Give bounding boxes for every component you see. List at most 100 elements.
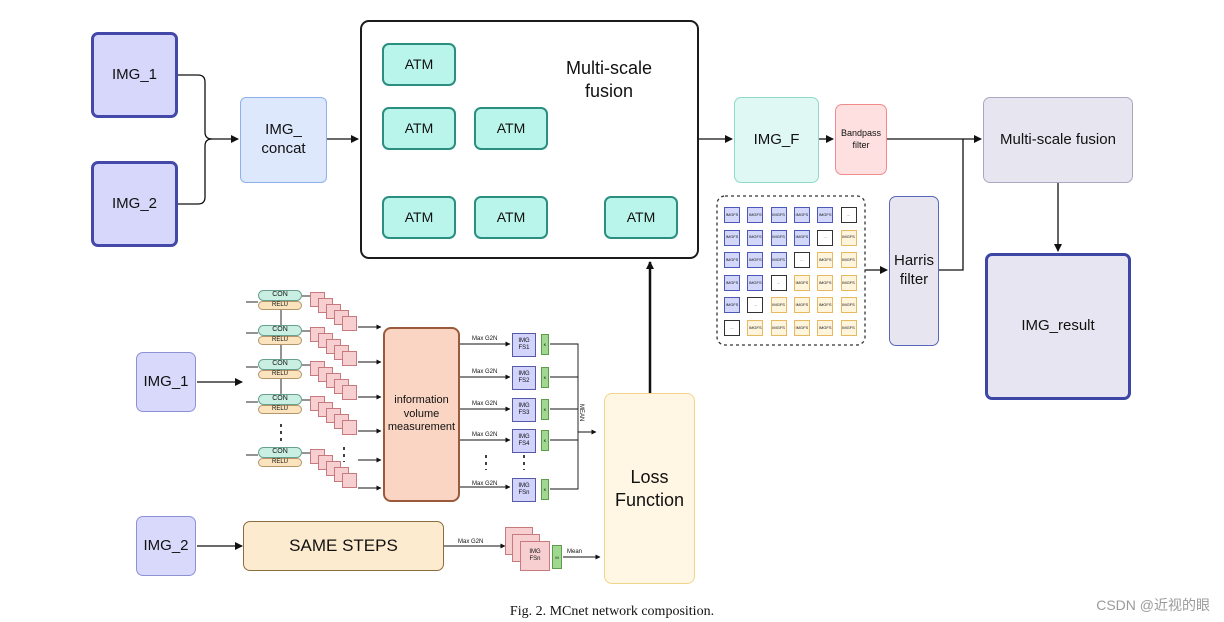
grid-cell-sublabel: FS xyxy=(779,324,785,330)
info-label-line3: measurement xyxy=(387,421,456,434)
grid-cell-sublabel: FS xyxy=(756,211,762,217)
green-block: K xyxy=(541,430,549,451)
mean-bottom-label: Mean xyxy=(567,549,583,555)
loss-label-line1: Loss xyxy=(630,467,669,487)
atm-label: ATM xyxy=(404,208,434,225)
grid-cell-label: IMG xyxy=(772,234,780,240)
atm-node: ATM xyxy=(382,196,456,239)
info-label-line1: information xyxy=(394,393,449,406)
max-g2n-label: Max G2N xyxy=(472,432,498,438)
bandpass-label-line1: Bandpass xyxy=(840,128,882,139)
grid-cell-label: IMG xyxy=(795,211,804,217)
harris-filter-node: Harris filter xyxy=(889,196,939,346)
img2-bottom-label: IMG_2 xyxy=(143,536,189,554)
fs-bottom-line2: FSn xyxy=(529,556,541,562)
fusion-title: Multi-scale fusion xyxy=(548,57,670,102)
loss-label-line2: Function xyxy=(614,489,685,510)
con-pill: CON xyxy=(258,394,302,405)
grid-cell-sublabel: FS xyxy=(826,279,832,285)
grid-cell-empty: ... xyxy=(817,229,834,246)
green-block: K xyxy=(541,334,549,355)
grid-cell-label: IMG xyxy=(772,324,780,330)
relu-pill: RELU xyxy=(258,301,302,310)
grid-cell-sublabel: FS xyxy=(803,234,809,240)
fsn-bottom-box: IMG FSn xyxy=(520,541,550,571)
grid-cell-label: IMG xyxy=(772,211,780,217)
grid-cell-sublabel: FS xyxy=(849,324,855,330)
watermark: CSDN @近视的眼 xyxy=(1096,597,1210,613)
grid-cell-sublabel: FS xyxy=(849,234,855,240)
grid-cell-label: IMG xyxy=(725,302,734,308)
grid-cell-sublabel: FS xyxy=(849,302,855,308)
img-f-label: IMG_F xyxy=(753,130,800,148)
grid-cell-label: IMG xyxy=(748,256,757,262)
bandpass-filter-node: Bandpass filter xyxy=(835,104,887,175)
atm-label: ATM xyxy=(626,208,656,225)
grid-cell-label: IMG xyxy=(818,324,827,330)
figure-caption: Fig. 2. MCnet network composition. xyxy=(509,604,715,619)
grid-cell-sublabel: FS xyxy=(803,279,809,285)
img1-bottom-label: IMG_1 xyxy=(143,372,189,390)
grid-cell-label: IMG xyxy=(818,279,827,285)
grid-cell-label: IMG xyxy=(842,256,850,262)
img1-bottom-input: IMG_1 xyxy=(136,352,196,412)
fs-prefix: IMG xyxy=(518,483,530,490)
fusion-title-line2: fusion xyxy=(584,80,634,101)
grid-cell-label: IMG xyxy=(795,324,804,330)
grid-cell-sublabel: FS xyxy=(826,324,832,330)
grid-cell-label: IMG xyxy=(772,256,780,262)
max-g2n-label: Max G2N xyxy=(472,369,498,375)
img2-bottom-input: IMG_2 xyxy=(136,516,196,576)
grid-cell-sublabel: FS xyxy=(733,279,739,285)
relu-pill: RELU xyxy=(258,336,302,345)
atm-label: ATM xyxy=(404,55,434,72)
grid-cell-sublabel: FS xyxy=(756,256,762,262)
grid-cell-label: IMG xyxy=(795,279,804,285)
atm-node: ATM xyxy=(604,196,678,239)
grid-cell-label: IMG xyxy=(818,256,827,262)
img1-input: IMG_1 xyxy=(91,32,178,118)
relu-pill: RELU xyxy=(258,405,302,414)
img2-label: IMG_2 xyxy=(111,194,157,212)
grid-cell-sublabel: FS xyxy=(756,279,762,285)
info-label-line2: volume xyxy=(403,407,440,420)
grid-cell-label: IMG xyxy=(842,302,850,308)
grid-cell-label: IMG xyxy=(772,302,780,308)
grid-cell-sublabel: FS xyxy=(733,211,739,217)
grid-cell-label: IMG xyxy=(725,234,734,240)
fs-label: FS3 xyxy=(518,410,530,416)
mean-vertical-label: MEAN xyxy=(578,404,584,422)
fs-prefix: IMG xyxy=(518,434,530,441)
fs-prefix: IMG xyxy=(518,371,530,378)
green-bottom-label: M xyxy=(555,554,559,560)
max-g2n-label: Max G2N xyxy=(472,401,498,407)
fs-bottom-line1: IMG xyxy=(529,549,541,556)
harris-label-line1: Harris xyxy=(894,252,934,270)
grid-cell-sublabel: FS xyxy=(779,211,785,217)
concat-label-line2: concat xyxy=(261,140,306,157)
fs-label: FS4 xyxy=(518,441,530,447)
con-pill: CON xyxy=(258,290,302,301)
grid-cell-label: IMG xyxy=(748,234,757,240)
con-pill: CON xyxy=(258,325,302,336)
fs-label: FS1 xyxy=(518,345,530,351)
